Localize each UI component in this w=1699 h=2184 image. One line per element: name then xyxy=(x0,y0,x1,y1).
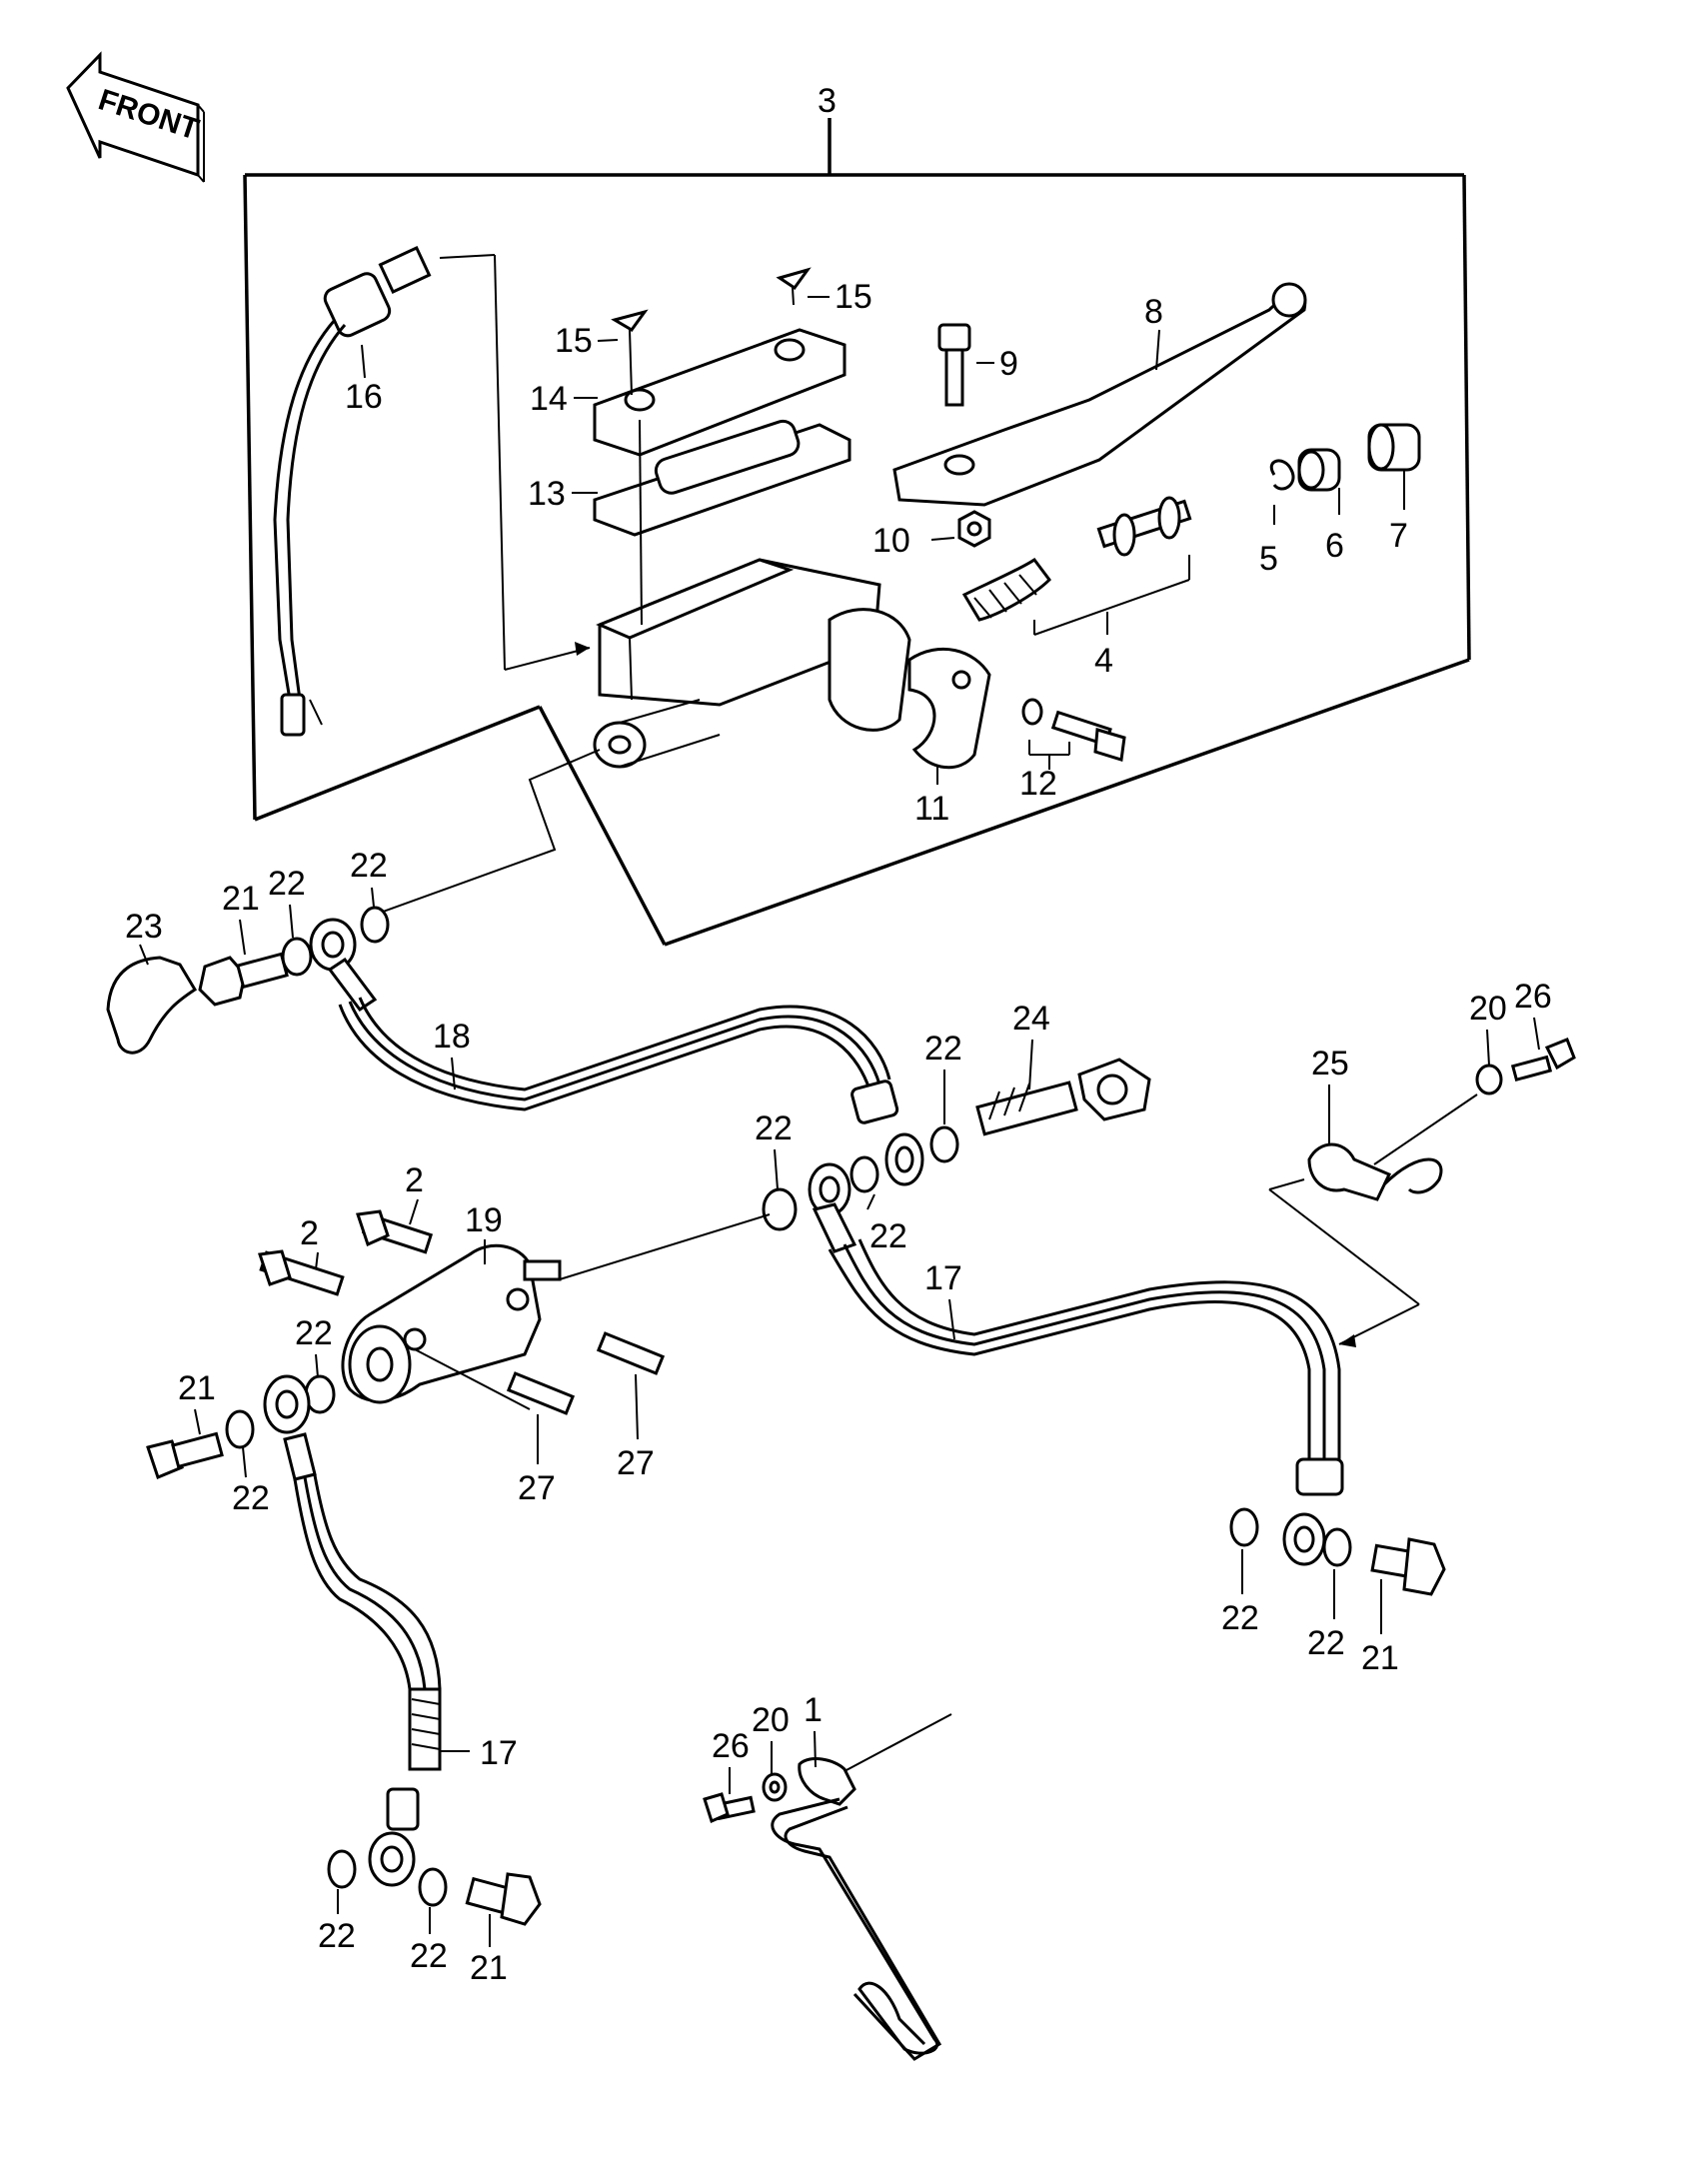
callout-27a: 27 xyxy=(617,1444,655,1482)
hose-guide-1: 1 20 26 xyxy=(703,1691,952,2061)
callout-22g: 22 xyxy=(1307,1624,1345,1662)
callout-22h: 22 xyxy=(295,1314,333,1352)
callout-6: 6 xyxy=(1325,527,1344,565)
piston-assembly: 4 5 6 7 xyxy=(961,423,1421,680)
callout-20b: 20 xyxy=(752,1701,790,1739)
callout-22e: 22 xyxy=(869,1217,907,1255)
brake-lever: 8 9 10 xyxy=(872,282,1307,560)
callout-24: 24 xyxy=(1012,1000,1050,1038)
callout-7: 7 xyxy=(1389,517,1408,555)
callout-1: 1 xyxy=(804,1691,823,1729)
callout-22d: 22 xyxy=(755,1109,793,1147)
banjo-bolt-24: 22 24 xyxy=(924,1000,1151,1163)
callout-15b: 15 xyxy=(835,278,872,316)
callout-17a: 17 xyxy=(924,1259,962,1297)
callout-18: 18 xyxy=(433,1018,471,1056)
callout-22f: 22 xyxy=(1221,1599,1259,1637)
callout-27b: 27 xyxy=(518,1469,556,1507)
callout-11: 11 xyxy=(914,790,949,828)
callout-21b: 21 xyxy=(1361,1639,1399,1677)
master-cylinder: 11 12 xyxy=(593,558,1126,828)
callout-14: 14 xyxy=(530,380,568,418)
callout-9: 9 xyxy=(999,345,1018,383)
callout-26a: 26 xyxy=(1514,978,1552,1016)
callout-23: 23 xyxy=(125,908,163,946)
callout-2a: 2 xyxy=(405,1161,424,1199)
front-arrow-icon: FRONT xyxy=(66,51,205,183)
callout-13: 13 xyxy=(528,475,566,513)
callout-22k: 22 xyxy=(410,1937,448,1975)
callout-25: 25 xyxy=(1311,1045,1349,1083)
callout-17b: 17 xyxy=(480,1734,518,1772)
callout-10: 10 xyxy=(872,522,910,560)
leader-line xyxy=(374,749,601,916)
reservoir-cap-parts: 15 15 14 13 xyxy=(528,267,872,626)
callout-26b: 26 xyxy=(712,1727,750,1765)
callout-16: 16 xyxy=(345,378,383,416)
assembly-box: 3 xyxy=(243,82,1471,947)
brake-hose-17-right: 22 22 17 22 22 21 xyxy=(755,1109,1446,1677)
hose-clamp-25: 25 20 26 xyxy=(1268,978,1576,1347)
callout-12: 12 xyxy=(1019,765,1057,803)
callout-15a: 15 xyxy=(555,322,593,360)
callout-8: 8 xyxy=(1144,293,1163,331)
callout-4: 4 xyxy=(1094,642,1113,680)
callout-21d: 21 xyxy=(470,1949,508,1987)
callout-22c: 22 xyxy=(924,1030,962,1068)
callout-3: 3 xyxy=(818,82,837,120)
callout-21c: 21 xyxy=(178,1369,216,1407)
callout-2b: 2 xyxy=(300,1214,319,1252)
brake-hose-18: 18 xyxy=(327,957,924,1186)
caliper-joint-19: 2 2 19 22 27 27 xyxy=(258,1161,771,1507)
brake-hose-17-left: 21 22 17 22 22 21 xyxy=(146,1369,542,1987)
upper-fittings: 23 21 22 22 xyxy=(106,847,390,1055)
brake-light-switch: 16 xyxy=(273,245,591,737)
callout-22b: 22 xyxy=(350,847,388,885)
callout-19: 19 xyxy=(465,1201,503,1239)
callout-5: 5 xyxy=(1259,540,1278,578)
callout-21a: 21 xyxy=(222,880,260,918)
callout-22a: 22 xyxy=(268,865,306,903)
callout-20a: 20 xyxy=(1469,990,1507,1028)
callout-22i: 22 xyxy=(232,1479,270,1517)
callout-22j: 22 xyxy=(318,1917,356,1955)
